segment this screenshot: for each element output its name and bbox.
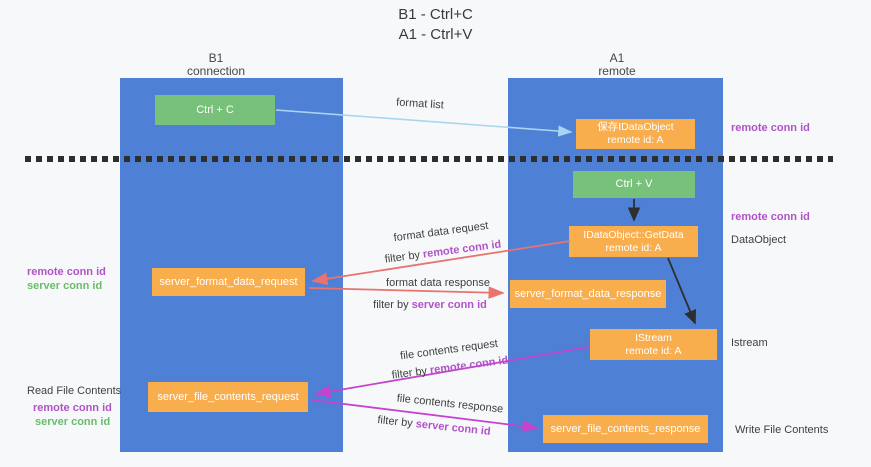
dataobject-annotation: DataObject — [731, 234, 787, 246]
remote-conn-id-annotation-mid: remote conn id — [731, 211, 810, 223]
ctrl-v-node: Ctrl + V — [573, 171, 695, 198]
left-column-header: B1 connection — [166, 52, 266, 77]
filter-by-text: filter by — [376, 414, 417, 431]
server-conn-id-text: server conn id — [415, 418, 492, 438]
server-conn-id-text: server conn id — [411, 299, 487, 311]
server-file-contents-response-label: server_file_contents_response — [550, 422, 701, 435]
istream-line1: IStream — [635, 331, 672, 344]
right-column-name: A1 — [609, 51, 625, 65]
title-line-2: A1 - Ctrl+V — [398, 26, 473, 43]
save-idataobject-line2: remote id: A — [607, 134, 664, 146]
getdata-node: IDataObject::GetData remote id: A — [569, 226, 698, 257]
file-contents-response-filter-label: filter by server conn id — [377, 414, 491, 438]
ctrl-c-node: Ctrl + C — [155, 95, 275, 125]
remote-conn-id-text: remote conn id — [422, 238, 502, 261]
left-column-subtitle: connection — [186, 64, 246, 78]
filter-by-text: filter by — [373, 299, 412, 311]
filter-by-text: filter by — [391, 364, 431, 382]
remote-conn-id-annotation-left-top: remote conn id — [27, 266, 106, 278]
server-file-contents-response-node: server_file_contents_response — [543, 415, 708, 443]
server-file-contents-request-node: server_file_contents_request — [148, 382, 308, 412]
read-file-contents-annotation: Read File Contents — [27, 385, 122, 397]
right-column-subtitle: remote — [598, 64, 636, 78]
server-format-data-request-label: server_format_data_request — [159, 275, 298, 288]
left-column-name: B1 — [208, 51, 224, 65]
istream-annotation: Istream — [731, 337, 768, 349]
save-idataobject-node: 保存IDataObject remote id: A — [576, 119, 695, 149]
server-conn-id-annotation-left-top: server conn id — [27, 280, 103, 292]
ctrl-v-label: Ctrl + V — [615, 178, 653, 190]
istream-line2: remote id: A — [625, 344, 682, 357]
server-format-data-response-node: server_format_data_response — [510, 280, 666, 308]
getdata-line2: remote id: A — [605, 241, 662, 254]
remote-conn-id-text: remote conn id — [429, 354, 509, 377]
filter-by-text: filter by — [384, 248, 424, 266]
format-data-response-label: format data response — [386, 277, 490, 289]
format-data-response-filter-label: filter by server conn id — [373, 299, 487, 311]
write-file-contents-annotation: Write File Contents — [735, 424, 829, 436]
format-list-label: format list — [395, 96, 445, 112]
remote-conn-id-annotation-top: remote conn id — [731, 122, 810, 134]
getdata-line1: IDataObject::GetData — [583, 228, 684, 241]
diagram-title: B1 - Ctrl+C A1 - Ctrl+V — [0, 5, 871, 45]
right-column-header: A1 remote — [567, 52, 667, 77]
save-idataobject-line1: 保存IDataObject — [597, 121, 674, 133]
format-data-request-label: format data request — [392, 219, 490, 245]
ctrl-c-label: Ctrl + C — [196, 103, 234, 116]
copy-paste-separator-line — [25, 156, 833, 162]
server-file-contents-request-label: server_file_contents_request — [157, 390, 299, 403]
istream-node: IStream remote id: A — [590, 329, 717, 360]
server-format-data-request-node: server_format_data_request — [152, 268, 305, 296]
server-conn-id-annotation-left-bottom: server conn id — [35, 416, 111, 428]
title-line-1: B1 - Ctrl+C — [398, 6, 473, 23]
server-format-data-response-label: server_format_data_response — [514, 287, 662, 300]
file-contents-response-label: file contents response — [396, 392, 504, 416]
remote-conn-id-annotation-left-bottom: remote conn id — [33, 402, 112, 414]
